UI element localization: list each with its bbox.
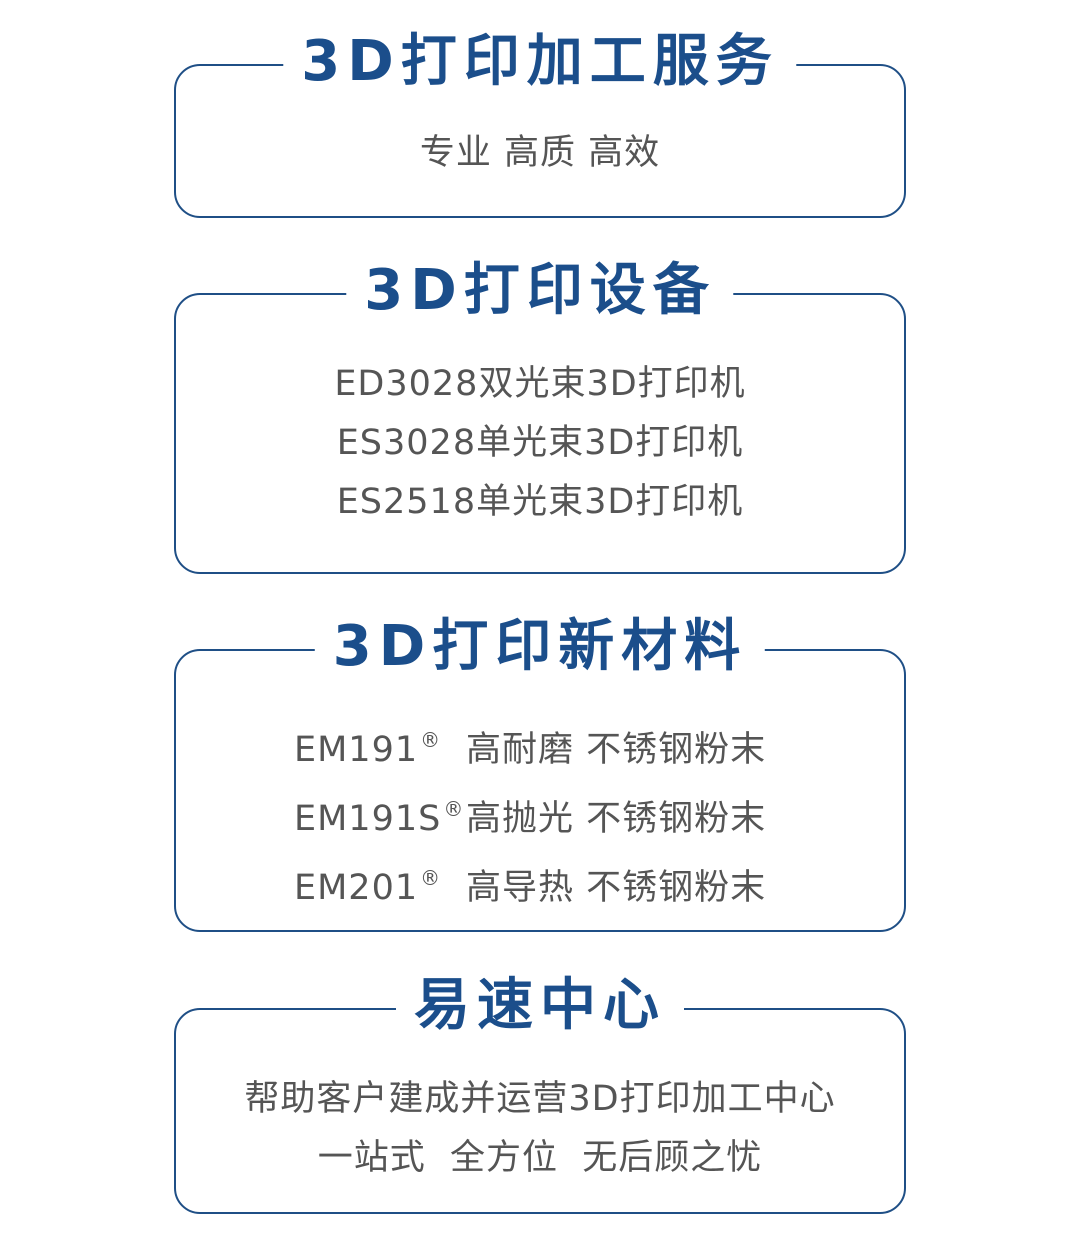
body-line: 专业 高质 高效 bbox=[419, 133, 661, 173]
material-item: EM191® 高耐磨 不锈钢粉末 bbox=[176, 711, 904, 780]
section-body: ED3028双光束3D打印机 ES3028单光束3D打印机 ES2518单光束3… bbox=[176, 355, 904, 532]
registered-mark: ® bbox=[443, 797, 465, 821]
material-item: EM191S®高抛光 不锈钢粉末 bbox=[176, 780, 904, 849]
material-desc: 高导热 不锈钢粉末 bbox=[466, 868, 767, 908]
body-line: ES3028单光束3D打印机 bbox=[336, 423, 744, 463]
body-line: 帮助客户建成并运营3D打印加工中心 bbox=[244, 1079, 836, 1119]
card-new-materials: 3D打印新材料 EM191® 高耐磨 不锈钢粉末 EM191S®高抛光 不锈钢粉末… bbox=[174, 615, 906, 932]
body-line: ED3028双光束3D打印机 bbox=[334, 364, 746, 404]
body-line: ES2518单光束3D打印机 bbox=[336, 482, 744, 522]
section-title: 3D打印新材料 bbox=[314, 615, 766, 679]
card-yisu-center: 易速中心 帮助客户建成并运营3D打印加工中心 一站式 全方位 无后顾之忧 bbox=[174, 974, 906, 1214]
section-body: EM191® 高耐磨 不锈钢粉末 EM191S®高抛光 不锈钢粉末 EM201® 高… bbox=[176, 711, 904, 918]
material-desc: 高耐磨 不锈钢粉末 bbox=[466, 730, 767, 770]
material-desc: 高抛光 不锈钢粉末 bbox=[466, 799, 767, 839]
material-item: EM201® 高导热 不锈钢粉末 bbox=[176, 849, 904, 918]
card-printing-equipment: 3D打印设备 ED3028双光束3D打印机 ES3028单光束3D打印机 ES2… bbox=[174, 259, 906, 574]
material-code: EM191S® bbox=[294, 797, 465, 839]
card-processing-service: 3D打印加工服务 专业 高质 高效 bbox=[174, 30, 906, 218]
section-title: 3D打印设备 bbox=[346, 259, 734, 323]
material-code: EM201® bbox=[294, 866, 442, 908]
registered-mark: ® bbox=[420, 728, 442, 752]
section-title: 3D打印加工服务 bbox=[283, 30, 797, 94]
body-line: 一站式 全方位 无后顾之忧 bbox=[317, 1138, 763, 1178]
registered-mark: ® bbox=[420, 866, 442, 890]
section-body: 专业 高质 高效 bbox=[176, 124, 904, 183]
material-code: EM191® bbox=[294, 728, 442, 770]
section-title: 易速中心 bbox=[396, 974, 684, 1038]
section-body: 帮助客户建成并运营3D打印加工中心 一站式 全方位 无后顾之忧 bbox=[176, 1070, 904, 1188]
